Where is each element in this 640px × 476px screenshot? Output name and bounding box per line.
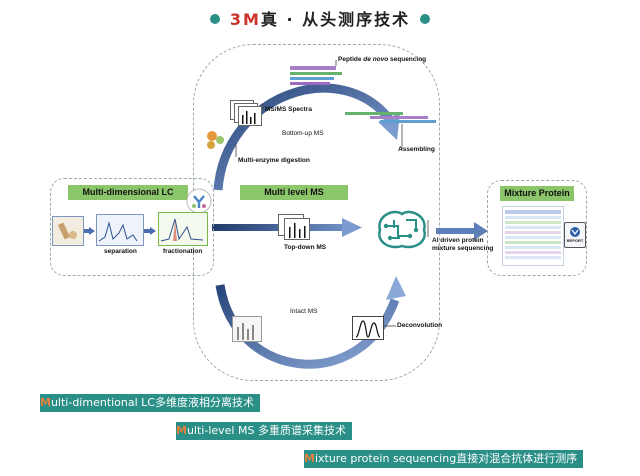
sequence-report-image <box>502 206 564 266</box>
output-panel <box>487 180 587 276</box>
ai-brain-icon <box>378 210 426 249</box>
lc-arrow-1 <box>89 227 95 235</box>
msms-spectra-icon <box>230 100 262 126</box>
digestion-label: Multi-enzyme digestion <box>238 157 310 164</box>
assembled-sequence-bars <box>345 112 436 123</box>
peptide-label-c: sequencing <box>388 56 427 63</box>
report-document-icon: REPORT <box>564 222 586 248</box>
main-arrow-head <box>342 218 362 237</box>
bottom-arc-arrowhead <box>386 276 406 300</box>
band-ms: Multi-level MS 多重质谱采集技术 <box>176 422 352 440</box>
band-lc-m: M <box>40 396 51 409</box>
peptide-sequence-bars <box>290 66 342 85</box>
band-seq-m: M <box>304 452 315 465</box>
separation-label: separation <box>104 248 137 255</box>
antibody-icon <box>186 188 212 214</box>
top-down-spectra-icon <box>278 214 312 240</box>
fractionation-label: fractionation <box>163 248 203 255</box>
ai-label-1: AI driven protein <box>432 237 484 244</box>
ai-label-2: mixture sequencing <box>432 245 494 252</box>
enzyme-icon <box>207 131 224 149</box>
output-arrow-shaft <box>436 228 474 234</box>
output-arrow-head <box>474 222 488 240</box>
band-seq-text: ixture protein sequencing直接对混合抗体进行测序 <box>314 452 578 465</box>
output-label: Mixture Protein <box>500 186 574 201</box>
peptide-de-novo-label: Peptide de novo sequencing <box>338 56 426 63</box>
band-seq: Mixture protein sequencing直接对混合抗体进行测序 <box>304 450 584 468</box>
msms-spectra-label: MS/MS Spectra <box>265 106 312 113</box>
separation-chromatogram <box>96 214 144 246</box>
band-lc-text: ulti-dimentional LC多维度液相分离技术 <box>50 396 254 409</box>
main-arrow-shaft <box>212 224 342 231</box>
page-title: 3M真 · 从头测序技术 <box>0 6 640 30</box>
intact-spectrum-image <box>232 316 262 342</box>
spectrum-peaks-icon <box>242 111 256 124</box>
title-text: 真 · 从头测序技术 <box>260 10 411 29</box>
title-dot-right <box>420 13 431 24</box>
fractionation-chromatogram <box>158 212 208 246</box>
sample-tube-image <box>52 216 84 246</box>
deconvolution-label: Deconvolution <box>397 322 443 329</box>
lc-panel <box>50 178 214 276</box>
top-arc-arrow <box>213 83 394 191</box>
top-down-label: Top-down MS <box>284 244 327 251</box>
peptide-label-a: Peptide <box>338 56 364 63</box>
title-prefix: 3M <box>229 10 261 29</box>
deconvolution-icon <box>352 316 384 340</box>
lc-label: Multi-dimensional LC <box>68 185 188 200</box>
top-arc-arrowhead <box>378 113 400 140</box>
assembling-label: Assembling <box>398 146 435 153</box>
ms-label: Multi level MS <box>240 185 348 200</box>
bottom-up-label: Bottom-up MS <box>282 130 324 137</box>
title-dot-left <box>209 13 220 24</box>
report-label: REPORT <box>566 238 584 243</box>
peptide-label-b: de novo <box>363 56 389 63</box>
lc-arrow-2 <box>150 227 156 235</box>
band-lc: Multi-dimentional LC多维度液相分离技术 <box>40 394 260 412</box>
intact-ms-label: Intact MS <box>290 308 318 315</box>
band-ms-text: ulti-level MS 多重质谱采集技术 <box>186 424 346 437</box>
band-ms-m: M <box>176 424 187 437</box>
